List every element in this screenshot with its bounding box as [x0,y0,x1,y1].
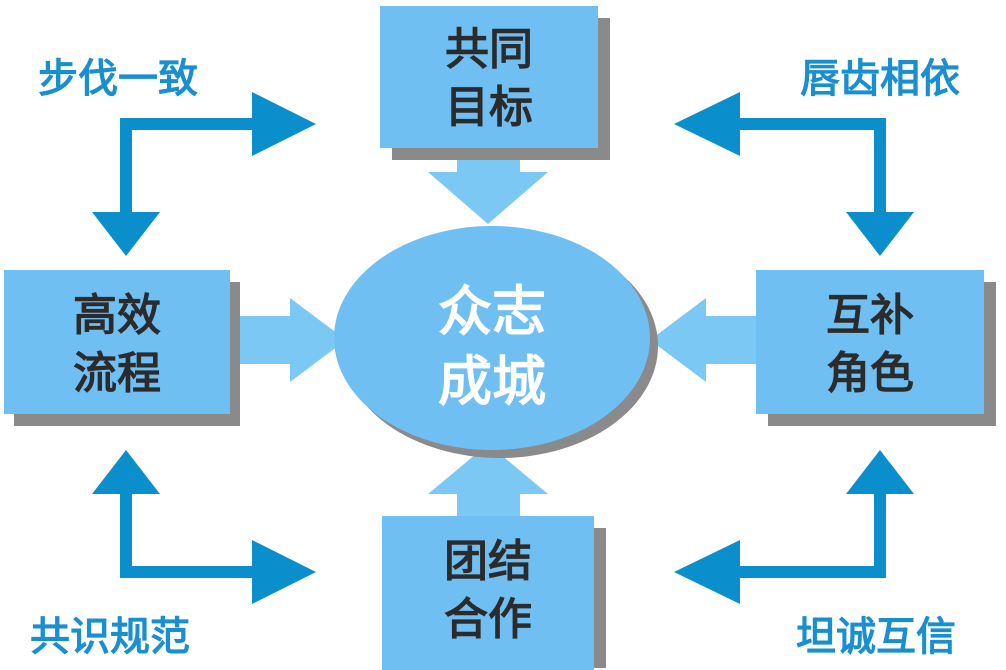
arrow-top-left [92,92,316,256]
center-label-line2: 成城 [438,350,546,413]
arrow-bottom-left [92,450,316,604]
box-top [380,6,598,148]
box-bottom [382,516,594,670]
box-top-line2: 目标 [445,82,533,133]
box-right [756,270,984,414]
box-bottom-line1: 团结 [444,536,532,587]
corner-label-bottom-left: 共识规范 [30,614,190,660]
corner-label-top-right: 唇齿相依 [800,56,960,102]
arrow-bottom-right [674,450,914,604]
block-arrow-left [230,298,346,382]
box-left [4,270,230,414]
block-arrow-bottom [428,444,548,520]
box-right-line1: 互补 [826,290,914,341]
block-arrow-right [650,298,760,382]
arrow-top-right [674,92,914,256]
corner-label-top-left: 步伐一致 [38,56,198,102]
box-left-line2: 流程 [73,348,161,399]
center-ellipse [334,226,650,450]
block-arrow-top [428,150,548,224]
center-label-line1: 众志 [438,280,546,343]
corner-label-bottom-right: 坦诚互信 [796,614,956,660]
box-top-line1: 共同 [445,24,533,75]
box-left-line1: 高效 [73,290,161,341]
box-bottom-line2: 合作 [444,594,532,645]
box-right-line2: 角色 [826,348,914,399]
